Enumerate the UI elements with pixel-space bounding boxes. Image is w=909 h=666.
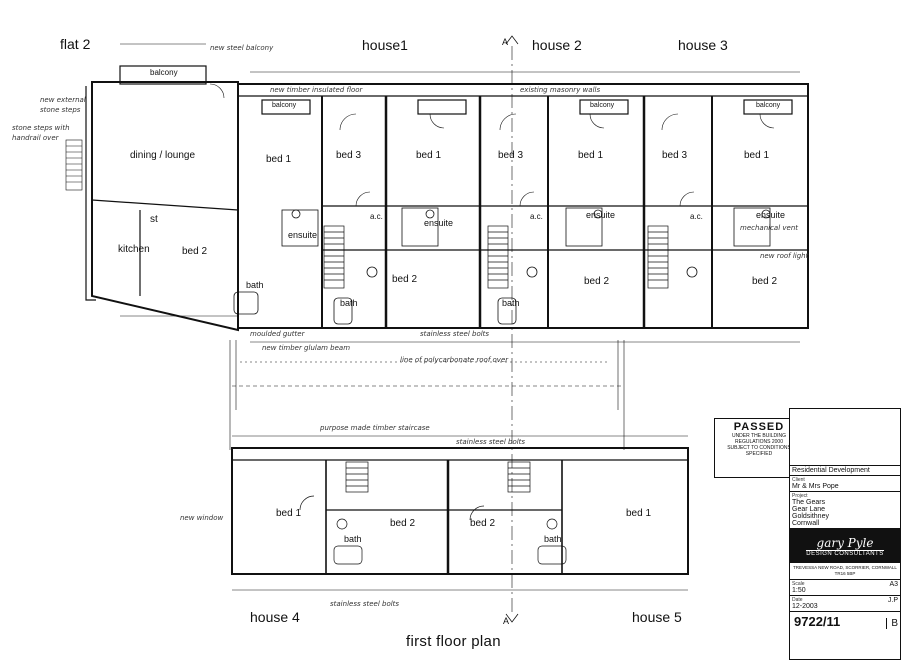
logo-script: gary Pyle bbox=[816, 535, 874, 550]
project-line-4: Cornwall bbox=[792, 520, 820, 527]
room-flat-ensuite: ensuite bbox=[288, 230, 318, 240]
room-h1-bath: bath bbox=[340, 298, 358, 308]
project-line-2: Gear Lane bbox=[792, 506, 826, 513]
lower-block-outline bbox=[231, 447, 689, 575]
revision-letter: B bbox=[886, 618, 898, 629]
svg-text:stainless steel bolts: stainless steel bolts bbox=[456, 438, 525, 446]
svg-text:stone steps: stone steps bbox=[40, 106, 81, 114]
stamp-line-1: UNDER THE BUILDING bbox=[731, 433, 787, 439]
room-h1-ac: a.c. bbox=[370, 212, 383, 221]
stamp-line-3: SUBJECT TO CONDITIONS SPECIFIED bbox=[727, 445, 791, 457]
room-h3-ensuite: ensuite bbox=[756, 210, 786, 220]
room-flat-bed-1: bed 1 bbox=[266, 154, 292, 165]
project-description: Residential Development bbox=[792, 467, 870, 474]
scale-key: Scale bbox=[792, 581, 805, 587]
section-marker-top: A bbox=[502, 37, 509, 47]
room-h2-bed-3: bed 3 bbox=[498, 150, 524, 161]
room-h1-bed-2: bed 2 bbox=[392, 274, 418, 285]
date-value: 12-2003 bbox=[792, 603, 818, 610]
room-h3-bed-2: bed 2 bbox=[752, 276, 778, 287]
stamp-passed: PASSED bbox=[733, 421, 785, 433]
project-line-3: Goldsithney bbox=[792, 513, 829, 520]
drawing-title: first floor plan bbox=[406, 633, 501, 650]
company-address: TREVESSA NEW ROAD, SCORRIER, CORNWALL TR… bbox=[790, 563, 900, 580]
label-house-4: house 4 bbox=[250, 609, 300, 625]
svg-text:new timber insulated floor: new timber insulated floor bbox=[270, 86, 364, 94]
label-house-5: house 5 bbox=[632, 609, 682, 625]
room-h3-ac: a.c. bbox=[690, 212, 703, 221]
section-marker-bottom: A bbox=[503, 616, 510, 626]
label-house-1: house1 bbox=[362, 37, 408, 53]
room-h5-bed-2: bed 2 bbox=[470, 518, 496, 529]
sheet-size: A3 bbox=[889, 581, 898, 588]
room-h3-balcony: balcony bbox=[756, 102, 781, 109]
client-key: Client bbox=[792, 477, 805, 483]
room-h2-balcony: balcony bbox=[590, 102, 615, 109]
room-kitchen: kitchen bbox=[118, 244, 150, 255]
project-key: Project bbox=[792, 493, 808, 499]
svg-text:stainless steel bolts: stainless steel bolts bbox=[420, 330, 489, 338]
drawn-by: J.P bbox=[887, 597, 898, 604]
svg-text:new window: new window bbox=[180, 514, 224, 522]
client-name: Mr & Mrs Pope bbox=[792, 483, 839, 490]
svg-text:new timber glulam beam: new timber glulam beam bbox=[262, 344, 350, 352]
room-h1-ensuite: ensuite bbox=[424, 218, 454, 228]
room-store: st bbox=[150, 214, 158, 225]
room-flat-balcony: balcony bbox=[150, 68, 178, 77]
stamp-line-2: REGULATIONS 2000 bbox=[735, 439, 783, 445]
room-h2-bed-1: bed 1 bbox=[578, 150, 604, 161]
room-h5-bath: bath bbox=[544, 534, 562, 544]
room-h3-bed-1: bed 1 bbox=[744, 150, 770, 161]
room-h2-ac: a.c. bbox=[530, 212, 543, 221]
room-h4-bed-2: bed 2 bbox=[390, 518, 416, 529]
room-h2-ensuite: ensuite bbox=[586, 210, 616, 220]
svg-text:new roof light: new roof light bbox=[760, 252, 809, 260]
svg-text:moulded gutter: moulded gutter bbox=[250, 330, 306, 338]
room-h4-bed-1: bed 1 bbox=[276, 508, 302, 519]
label-house-2: house 2 bbox=[532, 37, 582, 53]
flat-2-balcony bbox=[119, 65, 207, 85]
label-house-3: house 3 bbox=[678, 37, 728, 53]
svg-text:mechanical vent: mechanical vent bbox=[740, 224, 798, 232]
room-flat-bath: bath bbox=[246, 280, 264, 290]
svg-text:stainless steel bolts: stainless steel bolts bbox=[330, 600, 399, 608]
svg-text:new external: new external bbox=[40, 96, 86, 104]
svg-text:new steel balcony: new steel balcony bbox=[210, 44, 274, 52]
scale-value: 1:50 bbox=[792, 587, 806, 594]
room-h2-bath: bath bbox=[502, 298, 520, 308]
project-line-1: The Gears bbox=[792, 499, 826, 506]
company-logo: gary Pyle DESIGN CONSULTANTS bbox=[790, 529, 900, 563]
date-key: Date bbox=[792, 597, 803, 603]
drawing-number: 9722/11 bbox=[794, 614, 841, 629]
room-dining-lounge: dining / lounge bbox=[130, 150, 196, 161]
svg-text:handrail over: handrail over bbox=[12, 134, 60, 142]
room-h5-bed-1: bed 1 bbox=[626, 508, 652, 519]
svg-text:stone steps with: stone steps with bbox=[12, 124, 70, 132]
room-h1-balcony: balcony bbox=[272, 102, 297, 109]
room-h1-bed-1: bed 1 bbox=[416, 150, 442, 161]
svg-text:line of polycarbonate roof ove: line of polycarbonate roof over bbox=[400, 356, 509, 364]
room-h4-bath: bath bbox=[344, 534, 362, 544]
flat-2-outline bbox=[91, 81, 239, 332]
label-flat-2: flat 2 bbox=[60, 36, 91, 52]
room-h2-bed-2: bed 2 bbox=[584, 276, 610, 287]
room-flat-bed-2: bed 2 bbox=[182, 246, 208, 257]
svg-text:purpose made timber staircase: purpose made timber staircase bbox=[319, 424, 430, 432]
svg-text:existing masonry walls: existing masonry walls bbox=[520, 86, 600, 94]
logo-text: DESIGN CONSULTANTS bbox=[806, 549, 884, 557]
room-h3-bed-3: bed 3 bbox=[662, 150, 688, 161]
room-h1-bed-3: bed 3 bbox=[336, 150, 362, 161]
